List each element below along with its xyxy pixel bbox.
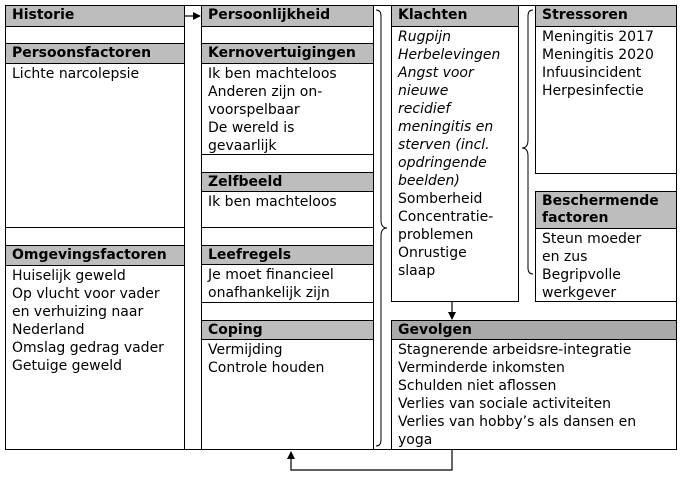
coping-box: Coping Vermijding Controle houden <box>201 320 374 450</box>
omgevingsfactoren-line: Huiselijk geweld <box>12 268 126 284</box>
omgevingsfactoren-line: Omslag gedrag vader <box>12 340 164 356</box>
omgevingsfactoren-body: Huiselijk geweld Op vlucht voor vader en… <box>6 266 184 375</box>
zelfbeeld-box: Zelfbeeld Ik ben machteloos <box>201 172 374 228</box>
stressoren-line: Meningitis 2020 <box>542 47 654 63</box>
omgevingsfactoren-line: Getuige geweld <box>12 358 123 374</box>
kernovertuigingen-box: Kernovertuigingen Ik ben machteloos Ande… <box>201 43 374 155</box>
kernovertuigingen-line: gevaarlijk <box>208 138 277 154</box>
klachten-italic-line: Rugpijn <box>398 29 452 45</box>
persoonlijkheid-title: Persoonlijkheid <box>202 6 373 27</box>
klachten-line: Onrustige <box>398 245 467 261</box>
beschermende-line: en zus <box>542 249 588 265</box>
kernovertuigingen-line: Ik ben machteloos <box>208 66 337 82</box>
brace-stressoren-klachten <box>521 9 534 275</box>
gevolgen-box: Gevolgen Stagnerende arbeidsre-integrati… <box>391 320 677 450</box>
klachten-italic-line: Herbelevingen <box>398 47 501 63</box>
kernovertuigingen-title: Kernovertuigingen <box>202 44 373 64</box>
gevolgen-line: yoga <box>398 432 433 448</box>
omgevingsfactoren-line: Op vlucht voor vader <box>12 286 160 302</box>
beschermende-line: Begripvolle <box>542 267 621 283</box>
klachten-italic-line: recidief <box>398 101 451 117</box>
klachten-italic-line: Angst voor <box>398 65 474 81</box>
stressoren-title: Stressoren <box>536 6 676 27</box>
brace-persoonlijkheid-klachten <box>375 9 388 447</box>
coping-line: Controle houden <box>208 360 325 376</box>
leefregels-box: Leefregels Je moet financieel onafhankel… <box>201 245 374 303</box>
kernovertuigingen-line: De wereld is <box>208 120 295 136</box>
klachten-line: problemen <box>398 227 474 243</box>
zelfbeeld-title: Zelfbeeld <box>202 173 373 192</box>
kernovertuigingen-line: voorspelbaar <box>208 102 300 118</box>
gevolgen-body: Stagnerende arbeidsre-integratie Vermind… <box>392 340 676 449</box>
stressoren-line: Infuusincident <box>542 65 642 81</box>
persoonsfactoren-title: Persoonsfactoren <box>6 44 184 64</box>
leefregels-body: Je moet financieel onafhankelijk zijn <box>202 265 373 302</box>
omgevingsfactoren-line: Nederland <box>12 322 85 338</box>
zelfbeeld-line: Ik ben machteloos <box>208 194 337 210</box>
zelfbeeld-body: Ik ben machteloos <box>202 192 373 211</box>
beschermende-factoren-title: Beschermende factoren <box>536 192 676 229</box>
omgevingsfactoren-box: Omgevingsfactoren Huiselijk geweld Op vl… <box>5 245 185 450</box>
leefregels-title: Leefregels <box>202 246 373 265</box>
klachten-line: slaap <box>398 263 436 279</box>
gevolgen-line: Verlies van hobby’s als dansen en <box>398 414 637 430</box>
gevolgen-line: Verminderde inkomsten <box>398 360 565 376</box>
beschermende-factoren-box: Beschermende factoren Steun moeder en zu… <box>535 191 677 302</box>
leefregels-line: Je moet financieel <box>208 267 334 283</box>
coping-body: Vermijding Controle houden <box>202 340 373 377</box>
klachten-italic-line: meningitis en <box>398 119 494 135</box>
coping-line: Vermijding <box>208 342 283 358</box>
gevolgen-line: Stagnerende arbeidsre-integratie <box>398 342 632 358</box>
stressoren-line: Meningitis 2017 <box>542 29 654 45</box>
kernovertuigingen-body: Ik ben machteloos Anderen zijn on- voors… <box>202 64 373 154</box>
omgevingsfactoren-line: en verhuizing naar <box>12 304 144 320</box>
persoonsfactoren-box: Persoonsfactoren Lichte narcolepsie <box>5 43 185 228</box>
klachten-italic-line: nieuwe <box>398 83 449 99</box>
klachten-body: Rugpijn Herbelevingen Angst voor nieuwe … <box>392 27 518 280</box>
historie-title: Historie <box>6 6 184 27</box>
leefregels-line: onafhankelijk zijn <box>208 285 330 301</box>
gevolgen-line: Schulden niet aflossen <box>398 378 557 394</box>
beschermende-line: Steun moeder <box>542 231 642 247</box>
klachten-box: Klachten Rugpijn Herbelevingen Angst voo… <box>391 5 519 302</box>
kernovertuigingen-line: Anderen zijn on- <box>208 84 323 100</box>
gevolgen-title: Gevolgen <box>392 321 676 340</box>
omgevingsfactoren-title: Omgevingsfactoren <box>6 246 184 266</box>
stressoren-line: Herpesinfectie <box>542 83 644 99</box>
beschermende-line: werkgever <box>542 285 617 301</box>
feedback-loop-line <box>287 450 453 471</box>
klachten-title: Klachten <box>392 6 518 27</box>
stressoren-body: Meningitis 2017 Meningitis 2020 Infuusin… <box>536 27 676 100</box>
klachten-line: Somberheid <box>398 191 483 207</box>
klachten-italic-line: sterven (incl. <box>398 137 490 153</box>
klachten-line: Concentratie- <box>398 209 494 225</box>
beschermende-factoren-body: Steun moeder en zus Begripvolle werkgeve… <box>536 229 676 301</box>
stressoren-box: Stressoren Meningitis 2017 Meningitis 20… <box>535 5 677 174</box>
persoonsfactoren-line: Lichte narcolepsie <box>12 66 140 82</box>
gevolgen-line: Verlies van sociale activiteiten <box>398 396 611 412</box>
klachten-italic-line: beelden) <box>398 173 460 189</box>
klachten-italic-line: opdringende <box>398 155 487 171</box>
persoonsfactoren-body: Lichte narcolepsie <box>6 64 184 83</box>
coping-title: Coping <box>202 321 373 340</box>
beschermende-title-line: Beschermende <box>542 193 659 209</box>
beschermende-title-line: factoren <box>542 210 609 226</box>
